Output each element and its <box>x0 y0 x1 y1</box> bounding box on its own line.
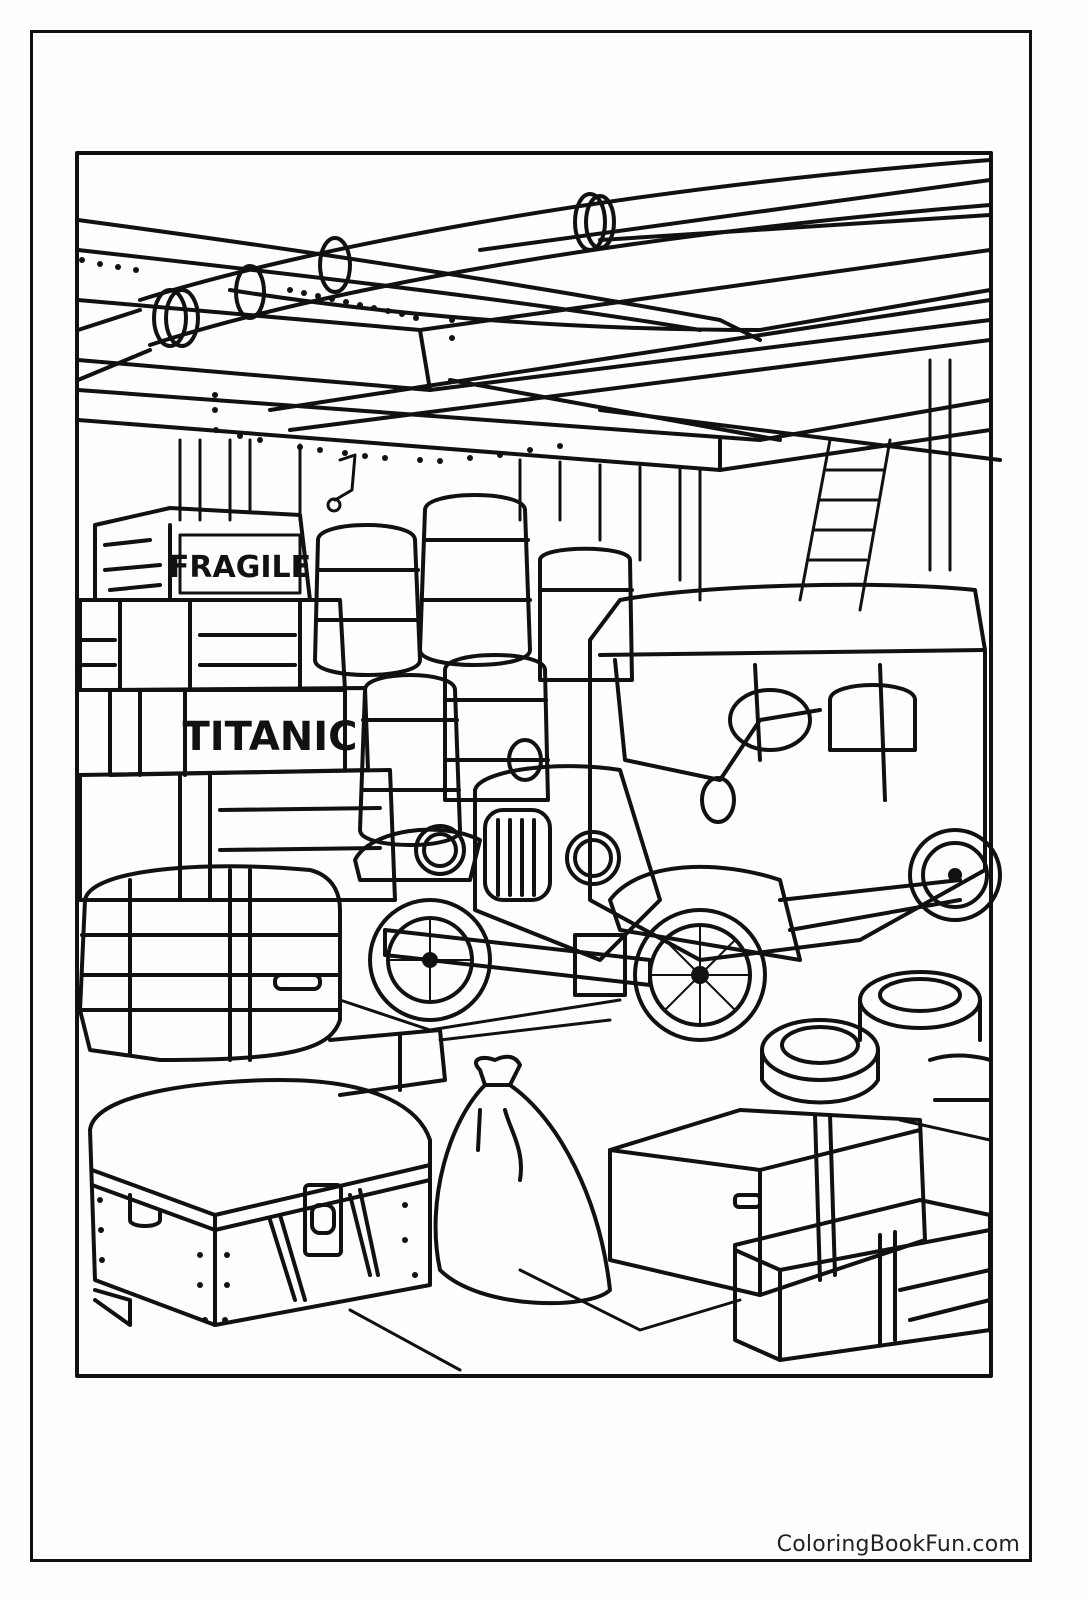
sack <box>433 1054 612 1306</box>
fragile-label: FRAGILE <box>169 550 311 585</box>
vintage-car <box>353 582 1002 1042</box>
crate-lower <box>78 768 397 902</box>
crate-middle <box>78 598 347 692</box>
crate-right <box>608 1108 927 1297</box>
ceiling-pipe <box>76 158 992 382</box>
ceiling-beams <box>76 178 1002 472</box>
crate-bottom-right <box>733 1198 992 1362</box>
ladder <box>798 438 892 612</box>
trunk-upper <box>78 864 447 1097</box>
crate-fragile: FRAGILE <box>93 506 312 602</box>
treasure-chest <box>88 1078 432 1327</box>
back-wall <box>178 358 952 602</box>
crate-titanic: TITANIC <box>108 686 370 777</box>
floor <box>338 998 992 1372</box>
outer-border <box>30 30 1032 1562</box>
site-credit: ColoringBookFun.com <box>776 1532 1020 1557</box>
tire-stack <box>760 970 992 1105</box>
titanic-label: TITANIC <box>182 714 357 760</box>
inner-frame <box>75 151 993 1378</box>
